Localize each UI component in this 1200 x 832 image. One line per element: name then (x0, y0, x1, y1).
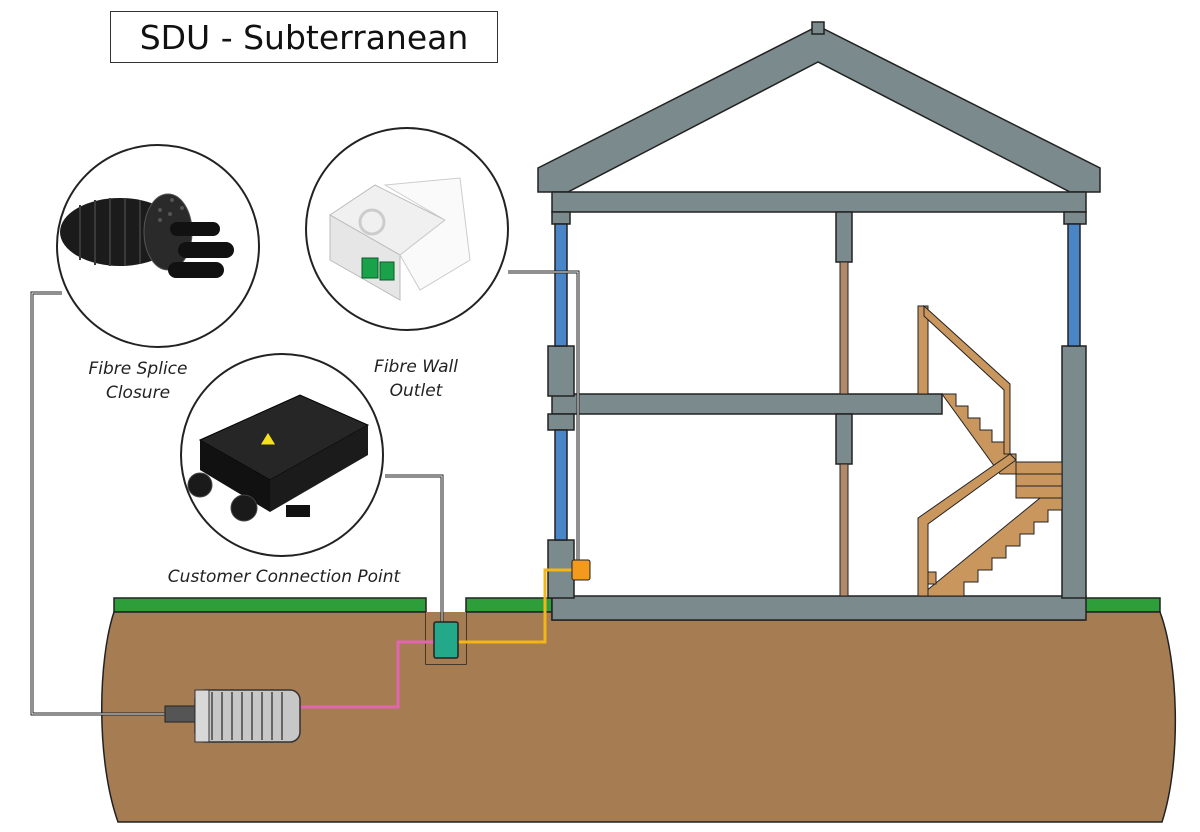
wall-outlet-label-line1: Fibre Wall (374, 357, 458, 377)
wood-post-lower (839, 463, 849, 597)
right-wall-top (1063, 211, 1087, 225)
grass-right (1083, 597, 1161, 613)
left-wall-middle (547, 345, 575, 397)
fibre-splice-closure-icon (56, 144, 260, 348)
post-upper-cap (835, 211, 853, 263)
roof (537, 25, 1101, 193)
left-wall-lower (547, 413, 575, 431)
connection-point-label: Customer Connection Point (168, 567, 402, 587)
grass-middle (465, 597, 553, 613)
stairs (917, 304, 1063, 597)
roof-cap (811, 21, 825, 35)
drop-cable (300, 640, 434, 709)
wall-outlet-label-line2: Outlet (390, 381, 444, 401)
grass-left (113, 597, 427, 613)
connection-box (433, 621, 459, 659)
internal-cable (458, 568, 575, 644)
house (537, 21, 1101, 621)
middle-slab (551, 393, 943, 415)
splice-closure-label-line2: Closure (106, 383, 170, 403)
window-lower-left (554, 429, 568, 541)
window-upper-right (1067, 223, 1081, 347)
underground-splice-closure (164, 689, 301, 743)
post-lower-cap (835, 413, 853, 465)
upper-slab (551, 191, 1087, 213)
splice-closure-label-line1: Fibre Splice (89, 359, 188, 379)
wood-post-upper (839, 261, 849, 395)
left-wall-upper (551, 211, 571, 225)
customer-connection-point-icon (180, 353, 384, 557)
window-upper-left (554, 223, 568, 347)
diagram-title: SDU - Subterranean (110, 11, 498, 63)
wall-box (571, 559, 591, 581)
ground-slab (551, 595, 1087, 621)
right-wall (1061, 345, 1087, 599)
diagram-title-text: SDU - Subterranean (139, 17, 469, 57)
fibre-wall-outlet-icon (305, 127, 509, 331)
